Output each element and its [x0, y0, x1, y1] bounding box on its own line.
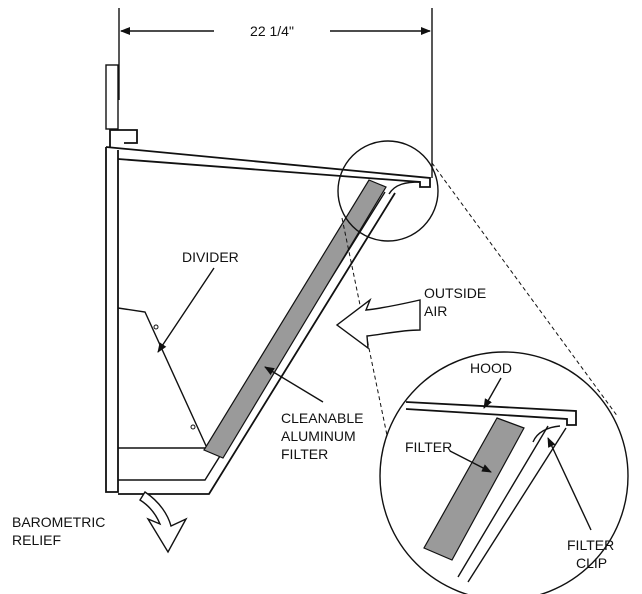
barometric-relief-arrow: [139, 491, 188, 554]
detail-filter: [423, 417, 525, 561]
detail-view: [405, 401, 577, 583]
label-barometric-line2: RELIEF: [12, 532, 61, 548]
leader-hood: [483, 377, 502, 409]
label-divider: DIVIDER: [182, 249, 239, 265]
detail-filter-clip: [532, 425, 561, 443]
dimension-group: 22 1/4": [118, 8, 433, 178]
label-filter-detail: FILTER: [405, 439, 452, 455]
label-barometric-line1: BAROMETRIC: [12, 514, 105, 530]
label-outside-air-line1: OUTSIDE: [424, 285, 486, 301]
cleanable-aluminum-filter: [203, 179, 387, 459]
label-filter-clip-line2: CLIP: [576, 555, 607, 571]
leader-divider: [157, 267, 215, 353]
leader-filter-clip: [547, 437, 592, 531]
label-filter-clip-line1: FILTER: [567, 537, 614, 553]
divider-panel: [117, 307, 209, 449]
label-hood: HOOD: [470, 360, 512, 376]
dimension-label: 22 1/4": [250, 23, 294, 39]
label-cleanable-line1: CLEANABLE: [281, 410, 363, 426]
label-outside-air-line2: AIR: [424, 303, 447, 319]
leader-filter-detail: [449, 450, 492, 473]
divider-rivet-2: [190, 424, 196, 430]
divider-rivet-1: [153, 324, 159, 330]
unit-structure: [105, 64, 431, 495]
detail-hood-front-inner: [457, 425, 549, 578]
detail-hood-top: [405, 401, 577, 426]
detail-hood-front: [467, 427, 567, 583]
filter-clip-main: [388, 181, 421, 195]
leader-cleanable-filter: [264, 366, 324, 403]
hood-hook: [109, 129, 138, 147]
detail-lead-right: [431, 162, 619, 418]
detail-circle-small: [337, 140, 439, 242]
wall-panel-upper: [105, 64, 119, 130]
hood-top: [105, 146, 431, 188]
label-cleanable-line2: ALUMINUM: [281, 428, 356, 444]
label-cleanable-line3: FILTER: [281, 446, 328, 462]
outside-air-arrow: [335, 297, 421, 350]
hood-side-wall: [105, 147, 119, 493]
